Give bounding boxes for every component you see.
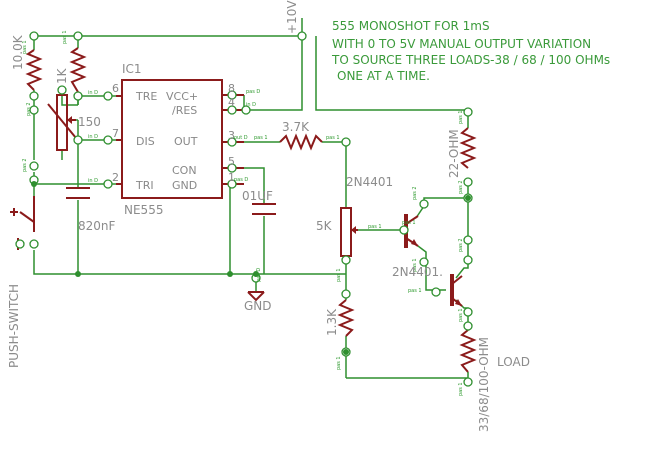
tag-13k-b: pas 1	[336, 356, 342, 370]
ic-labels: IC1 NE555 TRE DIS TRI VCC+ /RES OUT CON …	[112, 62, 235, 217]
tag-pot-wiper: pas 1	[368, 224, 382, 230]
pin-num-6: 6	[112, 82, 119, 95]
pot150-label: 150	[78, 115, 101, 129]
pin-num-5: 5	[228, 155, 235, 168]
tag-pas-1: pas D	[234, 177, 248, 183]
resistor-10k	[25, 49, 43, 91]
pin-tre: TRE	[135, 90, 157, 103]
tag-q2-e: pas 1	[458, 308, 464, 322]
tag-sw: pas 2	[22, 158, 28, 172]
pin-num-8: 8	[228, 82, 235, 95]
capacitor-820nf	[66, 187, 90, 199]
pin-con: CON	[172, 164, 197, 177]
c01-label: 01UF	[242, 189, 273, 203]
resistor-22-ohm	[459, 127, 477, 169]
tag-q1-base: pas 1	[402, 220, 416, 226]
transistor-q2	[450, 274, 463, 307]
tag-1k: pas 1	[62, 30, 68, 44]
tag-gnd: pas D	[256, 268, 262, 282]
tag-q1-e: pas 1	[412, 258, 418, 272]
tag-out-3: out D	[234, 135, 248, 141]
potentiometer-5k	[340, 207, 358, 257]
tag-10k: pas 1	[22, 40, 28, 54]
pin-num-1: 1	[228, 171, 235, 184]
note-line-4: ONE AT A TIME.	[337, 69, 430, 83]
pin-vcc: VCC+	[166, 90, 198, 103]
r10k-label: 10.0K	[11, 34, 25, 70]
tag-pas-8: pas D	[246, 89, 260, 95]
tag-q1-c: pas 2	[412, 186, 418, 200]
tag-in-6: in D	[88, 90, 98, 96]
tag-q2-base: pas 1	[408, 288, 422, 294]
c820-label: 820nF	[78, 219, 116, 233]
q1-label: 2N4401	[346, 175, 393, 189]
tag-in-4: in D	[246, 102, 256, 108]
note-line-2: WITH 0 TO 5V MANUAL OUTPUT VARIATION	[332, 37, 591, 51]
pin-num-4: 4	[228, 96, 235, 109]
note-line-3: TO SOURCE THREE LOADS-38 / 68 / 100 OHMs	[331, 53, 610, 67]
tag-13k-a: pas 1	[336, 268, 342, 282]
supply-label: +10V	[285, 0, 299, 34]
pin-num-7: 7	[112, 127, 119, 140]
pot5k-label: 5K	[316, 219, 333, 233]
tag-22-b: pas 2	[458, 180, 464, 194]
resistor-load	[459, 329, 477, 373]
pin-num-2: 2	[112, 171, 119, 184]
pads	[15, 31, 473, 387]
q2-label: 2N4401.	[392, 265, 443, 279]
resistor-1-3k	[337, 299, 355, 337]
component-labels: +10V 10.0K 1K 150 820nF 01UF 3.7K 2N4401…	[7, 0, 530, 432]
r13k-label: 1.3K	[325, 308, 339, 336]
pin-num-3: 3	[228, 129, 235, 142]
tag-q2-c: pas 2	[458, 238, 464, 252]
tag-r37-1: pas 1	[254, 135, 268, 141]
tag-r37-2: pas 1	[326, 135, 340, 141]
r37-label: 3.7K	[282, 120, 310, 134]
ic-ref: IC1	[122, 62, 142, 76]
tag-load: pas 1	[458, 382, 464, 396]
pin-dis: DIS	[136, 135, 155, 148]
pin-out: OUT	[174, 135, 198, 148]
potentiometer-150	[47, 94, 77, 151]
pin-tri: TRI	[135, 179, 154, 192]
resistor-3-7k	[279, 133, 323, 151]
pin-res: /RES	[172, 104, 197, 117]
tag-22-a: pas 1	[458, 110, 464, 124]
resistor-1k	[69, 47, 87, 93]
tag-in-7: in D	[88, 134, 98, 140]
note-line-1: 555 MONOSHOT FOR 1mS	[332, 19, 490, 33]
pin-gnd: GND	[172, 179, 197, 192]
load-label: LOAD	[497, 355, 530, 369]
rload-label: 33/68/100-OHM	[477, 337, 491, 432]
capacitor-01uf	[252, 203, 276, 215]
tag-pot150: pas 2	[26, 102, 32, 116]
r22-label: 22-OHM	[447, 129, 461, 178]
pin-tags: in D in D in D pas D in D out D pas D pa…	[22, 30, 464, 396]
ground-symbol	[247, 291, 265, 302]
switch-label: PUSH-SWITCH	[7, 284, 21, 368]
r1k-label: 1K	[55, 67, 69, 84]
schematic-note: 555 MONOSHOT FOR 1mS WITH 0 TO 5V MANUAL…	[331, 19, 610, 83]
ic-value: NE555	[124, 203, 163, 217]
gnd-label: GND	[244, 299, 272, 313]
tag-in-2: in D	[88, 178, 98, 184]
